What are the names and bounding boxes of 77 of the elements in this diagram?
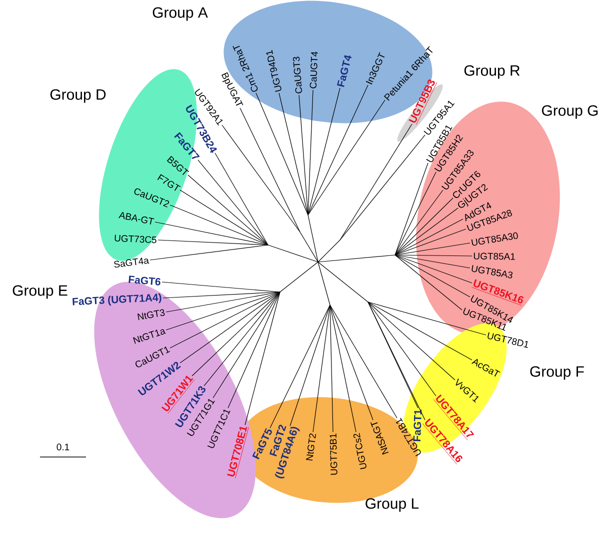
- branch-line: [394, 242, 470, 256]
- branch-line: [158, 240, 268, 246]
- leaf-label: SaGT4a: [114, 258, 150, 268]
- branch-line: [162, 282, 280, 292]
- branch-line: [368, 302, 456, 380]
- leaf-label: UGT75B1: [330, 434, 338, 475]
- node-label: Group E: [12, 285, 68, 299]
- branch-line: [170, 204, 268, 246]
- branch-line: [228, 292, 280, 408]
- branch-line: [162, 292, 280, 298]
- branch-line: [290, 304, 330, 426]
- branch-line: [154, 222, 268, 246]
- leaf-label: UGT85A1: [474, 252, 515, 260]
- branch-line: [240, 108, 300, 232]
- branch-line: [394, 228, 466, 256]
- leaf-label: FaGT4: [336, 55, 352, 88]
- branch-line: [212, 292, 280, 398]
- branch-line: [214, 152, 268, 246]
- leaf-label: UGT78D1: [488, 332, 528, 348]
- branch-line: [330, 304, 374, 420]
- node-label: Group A: [152, 7, 208, 21]
- branch-line: [394, 162, 428, 256]
- leaf-label: UGT85A3: [472, 265, 513, 278]
- branch-line: [308, 88, 340, 216]
- leaf-label: NtGT3: [137, 309, 165, 320]
- node-label: Group R: [464, 65, 520, 79]
- branch-line: [308, 90, 314, 216]
- branch-line: [330, 304, 334, 432]
- branch-line: [394, 208, 458, 256]
- leaf-label: CaUGT3: [292, 56, 302, 94]
- node-label: Group D: [50, 89, 106, 103]
- branch-line: [330, 304, 356, 432]
- branch-line: [188, 174, 268, 246]
- branch-line: [166, 292, 280, 312]
- branch-line: [312, 304, 330, 432]
- branch-line: [394, 254, 470, 268]
- branch-line: [198, 160, 268, 246]
- branch-line: [308, 100, 386, 216]
- branch-line: [394, 254, 472, 284]
- branch-line: [368, 302, 486, 336]
- branch-line: [308, 84, 368, 216]
- branch-line: [204, 292, 280, 386]
- leaf-label: NtGT2: [306, 434, 316, 461]
- branch-line: [394, 254, 462, 310]
- branch-line: [340, 134, 426, 240]
- branch-line: [222, 124, 300, 232]
- branch-line: [394, 198, 454, 256]
- branch-line: [278, 92, 308, 216]
- branch-line: [368, 302, 418, 408]
- branch-line: [368, 302, 472, 360]
- branch-line: [192, 292, 280, 376]
- leaf-label: FaGT3 (UGT71A4): [72, 293, 162, 306]
- leaf-label: CaUGT4: [310, 52, 318, 88]
- branch-line: [180, 292, 280, 364]
- branch-line: [394, 254, 470, 298]
- branch-line: [180, 190, 268, 246]
- leaf-label: FaGT6: [128, 276, 160, 286]
- branch-line: [394, 172, 436, 256]
- scale-label: 0.1: [56, 444, 70, 450]
- leaf-label: UGTCs2: [353, 432, 366, 470]
- branch-line: [298, 94, 308, 216]
- branch-line: [368, 302, 436, 396]
- leaf-label: UGT94D1: [266, 50, 282, 92]
- branch-line: [166, 292, 280, 330]
- node-label: Group F: [530, 366, 584, 380]
- leaf-label: UGT73C5: [114, 234, 156, 244]
- leaf-label: NtGT1a: [133, 329, 166, 344]
- branch-line: [270, 304, 330, 428]
- branch-line: [394, 254, 472, 256]
- branch-line: [150, 244, 268, 260]
- branch-line: [170, 292, 280, 348]
- branch-line: [256, 92, 308, 216]
- leaf-label: ABA-GT: [118, 212, 154, 224]
- branch-line: [394, 190, 444, 256]
- branch-line: [394, 218, 464, 256]
- leaf-label: UGT85A30: [471, 232, 518, 246]
- branch-line: [340, 124, 412, 240]
